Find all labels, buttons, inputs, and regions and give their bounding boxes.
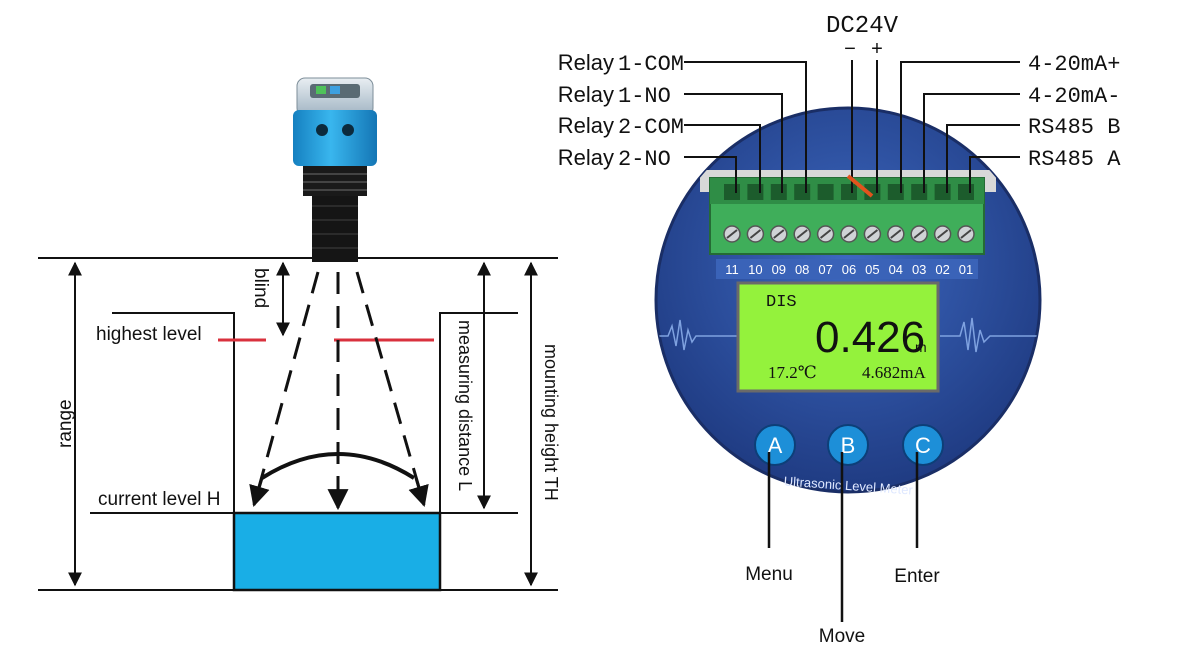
terminal-slot — [724, 184, 740, 200]
current-level-label: current level H — [98, 489, 221, 510]
button-key-label: A — [768, 433, 783, 458]
wire-left — [684, 156, 737, 193]
terminal-slot — [770, 184, 787, 200]
power-plus-sign: + — [871, 38, 883, 60]
wire-right — [900, 61, 1020, 193]
relay-terminal-label: 2-NO — [618, 147, 671, 172]
screw-slot — [890, 229, 902, 239]
button-c[interactable] — [902, 424, 944, 466]
terminal-slot — [841, 184, 857, 200]
waveform-right-decoration — [940, 317, 1040, 353]
screw-slot — [796, 229, 808, 239]
wire-right — [923, 93, 1020, 193]
lcd-current: 4.682mA — [862, 363, 926, 382]
ultrasonic-sensor — [293, 77, 377, 262]
terminal-number: 11 — [725, 262, 739, 277]
power-minus-sign: − — [844, 38, 856, 60]
terminal-number: 09 — [772, 262, 786, 277]
wire-left — [684, 61, 807, 193]
relay-terminal-label: 1-NO — [618, 84, 671, 109]
terminal-number-strip — [716, 259, 978, 279]
terminal-slot — [934, 184, 951, 200]
screw-slot — [819, 229, 832, 239]
terminal-number: 04 — [889, 262, 903, 277]
lcd-value: 0.426 — [815, 313, 925, 362]
relay-label: Relay — [558, 50, 614, 75]
highest-level-label: highest level — [96, 324, 202, 345]
relay-terminal-label: 2-COM — [618, 115, 684, 140]
power-red-wire — [846, 174, 874, 198]
button-function-label: Enter — [894, 566, 940, 587]
terminal-number: 07 — [818, 262, 832, 277]
echo-arc — [260, 452, 416, 480]
terminal-number: 06 — [842, 262, 856, 277]
power-label: DC24V — [826, 13, 899, 40]
range-label: range — [55, 399, 76, 448]
wire-right — [946, 124, 1020, 193]
terminal-screws — [723, 184, 975, 243]
screw-slot — [749, 229, 762, 239]
terminal-slot — [958, 184, 974, 200]
lcd-mode: DIS — [766, 293, 797, 312]
button-function-label: Menu — [745, 564, 793, 585]
tank-left-wall — [112, 312, 235, 590]
measuring-distance-label: measuring distance L — [455, 320, 475, 491]
beam-arrowheads — [249, 477, 429, 511]
terminal-slot — [817, 184, 834, 200]
terminal-number: 02 — [935, 262, 949, 277]
terminal-slot — [887, 184, 904, 200]
screw-slot — [913, 229, 925, 239]
wire-right — [969, 156, 1020, 193]
meter-buttons: A Menu B Move C Enter — [745, 424, 944, 647]
screw-slot — [726, 229, 738, 239]
terminal-slot — [794, 184, 811, 200]
output-label: 4-20mA+ — [1028, 52, 1120, 77]
relay-label: Relay — [558, 82, 614, 107]
button-a[interactable] — [754, 424, 796, 466]
waveform-left-decoration — [658, 319, 740, 351]
screw-slot — [936, 229, 949, 239]
mounting-height-label: mounting height TH — [541, 344, 561, 501]
lcd-unit: m — [915, 339, 927, 355]
ultrasonic-beam — [254, 271, 424, 505]
lcd-temperature: 17.2℃ — [768, 363, 817, 382]
terminal-numbers: 11 10 09 08 07 06 05 04 03 02 01 — [725, 262, 973, 277]
terminal-number: 01 — [959, 262, 973, 277]
wire-left — [684, 93, 783, 193]
installation-diagram: blind highest level range measuring dist… — [38, 77, 561, 592]
terminal-number: 05 — [865, 262, 879, 277]
wire-left — [684, 124, 761, 193]
wiring-right: 4-20mA+ 4-20mA- RS485 B RS485 A — [900, 52, 1121, 193]
button-key-label: B — [841, 433, 856, 458]
output-label: RS485 A — [1028, 147, 1121, 172]
relay-terminal-label: 1-COM — [618, 52, 684, 77]
output-label: RS485 B — [1028, 115, 1120, 140]
lcd-screen — [736, 281, 940, 393]
terminal-number: 10 — [748, 262, 762, 277]
tank-right-wall — [439, 312, 518, 590]
screw-slot — [960, 229, 972, 239]
button-function-label: Move — [819, 626, 865, 647]
screw-slot — [843, 229, 855, 239]
meter-wiring-diagram: 11 10 09 08 07 06 05 04 03 02 01 DIS 0.426 m 17.2℃… — [558, 13, 1121, 647]
button-key-label: C — [915, 433, 931, 458]
relay-label: Relay — [558, 145, 614, 170]
button-b[interactable] — [827, 424, 869, 466]
terminal-number: 08 — [795, 262, 809, 277]
relay-label: Relay — [558, 113, 614, 138]
water-fill — [234, 513, 440, 590]
terminal-number: 03 — [912, 262, 926, 277]
screw-slot — [773, 229, 785, 239]
output-label: 4-20mA- — [1028, 84, 1120, 109]
blind-label: blind — [250, 268, 271, 308]
screw-slot — [866, 229, 879, 239]
